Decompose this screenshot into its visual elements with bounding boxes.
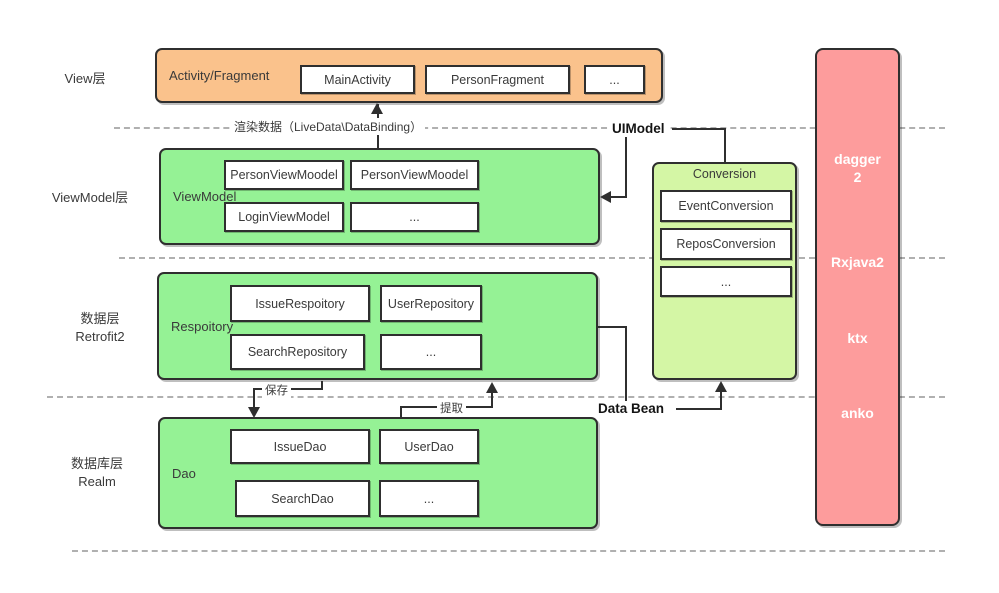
node-repository-more: ... <box>380 334 482 370</box>
library-rxjava2: Rxjava2 <box>831 254 884 270</box>
layer-label-database: 数据库层 Realm <box>70 456 123 489</box>
group-repository: Respoitory IssueRespoitory UserRepositor… <box>157 272 598 380</box>
node-reposconversion: ReposConversion <box>660 228 792 260</box>
node-issuerepository: IssueRespoitory <box>230 285 370 322</box>
group-viewmodel-label: ViewModel <box>173 189 237 204</box>
arrowhead-into-repository <box>486 382 498 393</box>
edge-uimodel-left-h <box>611 196 627 198</box>
group-conversion: Conversion EventConversion ReposConversi… <box>652 162 797 380</box>
node-searchrepository: SearchRepository <box>230 334 365 370</box>
library-dagger2: dagger 2 <box>834 151 881 186</box>
group-viewmodel: ViewModel PersonViewMoodel PersonViewMoo… <box>159 148 600 245</box>
edge-extract-v1 <box>400 406 402 418</box>
arrowhead-into-dao <box>248 407 260 418</box>
edge-repo-out-v <box>625 326 627 403</box>
node-personfragment: PersonFragment <box>425 65 570 94</box>
layer-label-viewmodel: ViewModel层 <box>51 190 129 205</box>
node-personviewmodel-2: PersonViewMoodel <box>350 160 479 190</box>
group-dao: Dao IssueDao UserDao SearchDao ... <box>158 417 598 529</box>
arrowhead-into-viewmodel <box>600 191 611 203</box>
layer-divider-2 <box>119 257 945 259</box>
arrowhead-render-data <box>371 103 383 114</box>
node-mainactivity: MainActivity <box>300 65 415 94</box>
layer-divider-1 <box>114 127 945 129</box>
arrowhead-into-conversion <box>715 381 727 392</box>
node-issuedao: IssueDao <box>230 429 370 464</box>
edge-extract-v2 <box>491 392 493 407</box>
group-activity-fragment-label: Activity/Fragment <box>169 68 270 83</box>
node-conversion-more: ... <box>660 266 792 297</box>
node-view-more: ... <box>584 65 645 94</box>
save-label: 保存 <box>262 382 291 398</box>
library-anko: anko <box>841 405 874 421</box>
group-conversion-label: Conversion <box>692 167 757 181</box>
layer-label-view: View层 <box>64 71 106 86</box>
node-userdao: UserDao <box>379 429 479 464</box>
layer-label-data: 数据层 Retrofit2 <box>75 311 125 344</box>
node-userrepository: UserRepository <box>380 285 482 322</box>
edge-uimodel-left-v <box>625 137 627 197</box>
group-repository-label: Respoitory <box>171 318 234 334</box>
edge-save-v1 <box>321 381 323 390</box>
edge-save-v2 <box>253 388 255 408</box>
group-activity-fragment: Activity/Fragment MainActivity PersonFra… <box>155 48 663 103</box>
library-ktx: ktx <box>847 330 868 346</box>
node-loginviewmodel: LoginViewModel <box>224 202 344 232</box>
libraries-pillar: dagger 2 Rxjava2 ktx anko <box>815 48 900 526</box>
node-eventconversion: EventConversion <box>660 190 792 222</box>
edge-repo-out-h <box>598 326 627 328</box>
edge-databean-v <box>720 390 722 409</box>
node-personviewmodel-1: PersonViewMoodel <box>224 160 344 190</box>
uimodel-label: UIModel <box>609 121 668 136</box>
layer-divider-4 <box>72 550 945 552</box>
group-dao-label: Dao <box>172 465 196 481</box>
edge-uimodel-right-h <box>672 128 726 130</box>
edge-uimodel-right-v <box>724 128 726 163</box>
node-dao-more: ... <box>379 480 479 517</box>
layer-divider-3 <box>47 396 945 398</box>
edge-databean-h <box>676 408 722 410</box>
edge-render-data-label: 渲染数据（LiveData\DataBinding） <box>231 118 426 135</box>
node-searchdao: SearchDao <box>235 480 370 517</box>
node-viewmodel-more: ... <box>350 202 479 232</box>
data-bean-label: Data Bean <box>595 401 668 416</box>
extract-label: 提取 <box>437 400 466 416</box>
